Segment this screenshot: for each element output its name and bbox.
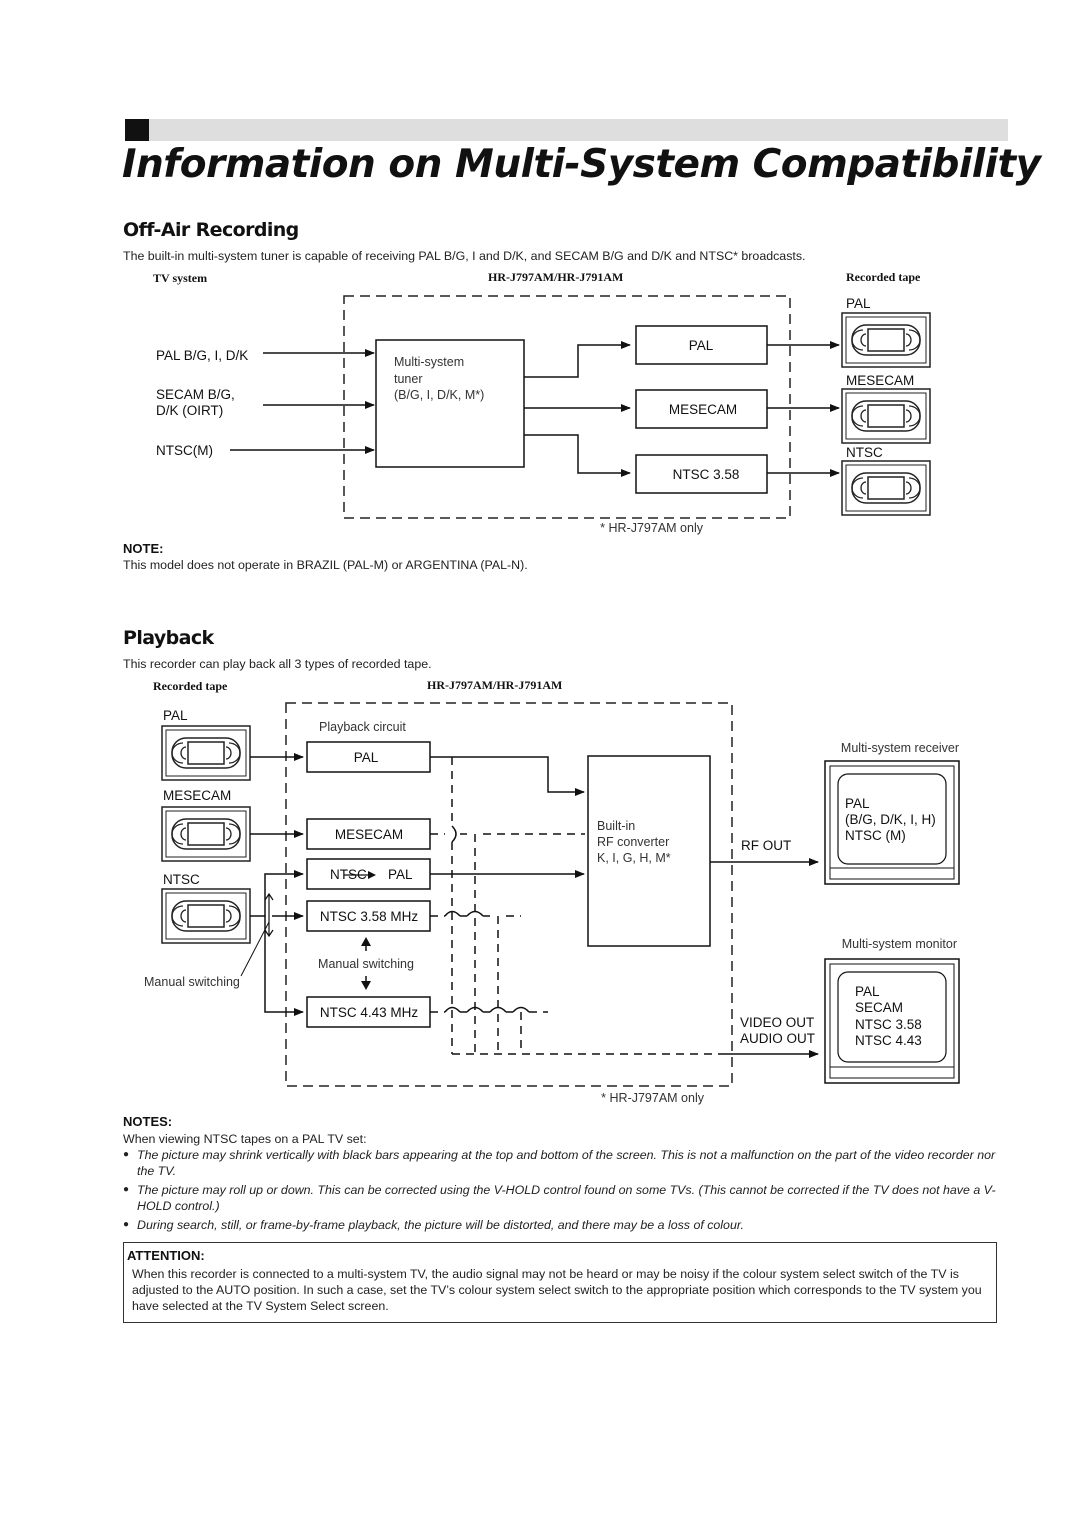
output-box-mesecam	[635, 389, 768, 429]
attention-text: When this recorder is connected to a mul…	[132, 1267, 982, 1313]
note-item: The picture may shrink vertically with b…	[123, 1147, 998, 1179]
notes-lead: When viewing NTSC tapes on a PAL TV set:	[123, 1132, 367, 1146]
off-air-unit-boundary	[343, 295, 791, 519]
arrow-pb-ntsc-443	[264, 916, 304, 1016]
pb-tape-label-ntsc: NTSC	[163, 872, 200, 887]
bridge-arcs	[444, 825, 530, 1013]
tape-label-ntsc: NTSC	[846, 445, 883, 460]
input-label-pal: PAL B/G, I, D/K	[156, 348, 248, 363]
receiver-line-3: NTSC (M)	[845, 828, 906, 843]
circuit-label-mesecam: MESECAM	[335, 827, 403, 842]
manual-switch-inner-up	[361, 937, 371, 946]
input-label-ntsc: NTSC(M)	[156, 443, 213, 458]
tuner-box	[375, 339, 525, 468]
off-air-intro: The built-in multi-system tuner is capab…	[123, 249, 806, 263]
cassette-icon-pb-ntsc	[161, 888, 251, 944]
off-air-footnote: * HR-J797AM only	[600, 521, 704, 535]
col-model: HR-J797AM/HR-J791AM	[488, 270, 624, 284]
tuner-line-3: (B/G, I, D/K, M*)	[394, 388, 484, 402]
header-marker	[125, 119, 149, 141]
rf-out-label: RF OUT	[741, 838, 791, 853]
playback-footnote: * HR-J797AM only	[601, 1091, 705, 1105]
tuner-line-1: Multi-system	[394, 355, 464, 369]
cassette-icon-pb-pal	[161, 725, 251, 781]
tape-label-mesecam: MESECAM	[846, 373, 914, 388]
receiver-line-2: (B/G, D/K, I, H)	[845, 812, 936, 827]
section-heading-playback: Playback	[123, 627, 214, 649]
arrow-pb-ntsc-pal	[250, 870, 304, 917]
receiver-tv-icon	[824, 760, 960, 885]
cassette-icon-pal	[841, 312, 931, 368]
note-item: During search, still, or frame-by-frame …	[123, 1217, 998, 1233]
pb-col-recorded-tape: Recorded tape	[153, 679, 228, 693]
rf-line-2: RF converter	[597, 835, 669, 849]
rf-line-3: K, I, G, H, M*	[597, 851, 671, 865]
input-label-secam-1: SECAM B/G,	[156, 387, 235, 402]
monitor-line-1: PAL	[855, 984, 880, 999]
notes-heading: NOTES:	[123, 1114, 173, 1129]
cassette-icon-ntsc	[841, 460, 931, 516]
tape-label-pal: PAL	[846, 296, 871, 311]
arrow-pal-to-rf	[430, 756, 585, 796]
page-title: Information on Multi-System Compatibilit…	[122, 142, 1041, 187]
circuit-box-pal	[306, 741, 431, 773]
section-heading-off-air: Off-Air Recording	[123, 219, 299, 241]
cassette-icon-pb-mesecam	[161, 806, 251, 862]
monitor-line-3: NTSC 3.58	[855, 1017, 922, 1032]
note-heading: NOTE:	[123, 541, 164, 556]
manual-switching-outer: Manual switching	[144, 975, 240, 989]
monitor-line-4: NTSC 4.43	[855, 1033, 922, 1048]
circuit-label-ntsc: NTSC	[330, 867, 367, 882]
playback-circuit-label: Playback circuit	[319, 720, 406, 734]
input-label-secam-2: D/K (OIRT)	[156, 403, 223, 418]
circuit-box-ntsc358	[306, 900, 431, 932]
col-recorded-tape: Recorded tape	[846, 270, 921, 284]
circuit-label-to-pal: PAL	[388, 867, 413, 882]
output-box-ntsc	[635, 454, 768, 494]
notes-list: The picture may shrink vertically with b…	[123, 1147, 998, 1236]
monitor-label: Multi-system monitor	[842, 937, 957, 951]
cassette-icon-mesecam	[841, 388, 931, 444]
attention-heading: ATTENTION:	[127, 1248, 205, 1263]
playback-intro: This recorder can play back all 3 types …	[123, 657, 432, 671]
receiver-line-1: PAL	[845, 796, 870, 811]
header-bar	[125, 119, 1008, 141]
note-item: The picture may roll up or down. This ca…	[123, 1182, 998, 1214]
receiver-label: Multi-system receiver	[841, 741, 959, 755]
tuner-line-2: tuner	[394, 372, 423, 386]
circuit-label-ntsc358: NTSC 3.58 MHz	[320, 909, 419, 924]
attention-box	[123, 1242, 997, 1323]
monitor-line-2: SECAM	[855, 1000, 903, 1015]
video-out-label: VIDEO OUT	[740, 1015, 814, 1030]
rf-converter-box	[587, 755, 711, 947]
switch-arrow-down	[264, 929, 274, 938]
manual-switching-inner: Manual switching	[318, 957, 414, 971]
dashed-routing	[430, 757, 726, 1055]
manual-switching-leader	[240, 921, 270, 977]
pb-tape-label-pal: PAL	[163, 708, 188, 723]
circuit-label-ntsc443: NTSC 4.43 MHz	[320, 1005, 419, 1020]
col-tv-system: TV system	[153, 271, 208, 285]
pb-tape-label-mesecam: MESECAM	[163, 788, 231, 803]
output-label-mesecam: MESECAM	[669, 402, 737, 417]
audio-out-label: AUDIO OUT	[740, 1031, 815, 1046]
manual-switch-inner-down	[361, 981, 371, 990]
pb-col-model: HR-J797AM/HR-J791AM	[427, 678, 563, 692]
rf-line-1: Built-in	[597, 819, 635, 833]
ntsc-pal-conversion-arrowhead	[368, 871, 376, 879]
monitor-tv-icon	[824, 958, 960, 1084]
output-label-pal: PAL	[689, 338, 714, 353]
switch-arrow-up	[264, 892, 274, 901]
note-text: This model does not operate in BRAZIL (P…	[123, 558, 528, 572]
circuit-label-pal: PAL	[354, 750, 379, 765]
arrow-to-ntsc	[524, 434, 631, 477]
output-label-ntsc: NTSC 3.58	[673, 467, 740, 482]
arrow-to-pal	[524, 341, 631, 378]
